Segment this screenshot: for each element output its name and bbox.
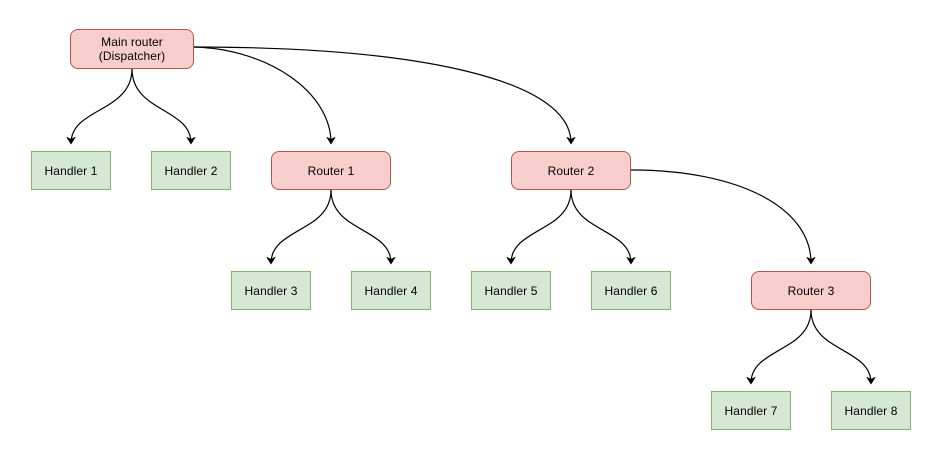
node-label-handler-5: Handler 5 — [484, 283, 538, 298]
node-handler-1[interactable]: Handler 1 — [31, 151, 111, 190]
node-label-handler-2: Handler 2 — [164, 163, 218, 178]
node-label-router-1: Router 1 — [307, 163, 355, 178]
edge-router-2-to-handler-5 — [506, 189, 572, 265]
node-main-router[interactable]: Main router (Dispatcher) — [70, 29, 194, 69]
edge-main-router-to-handler-2 — [131, 68, 196, 145]
node-handler-6[interactable]: Handler 6 — [591, 271, 671, 310]
edge-main-router-to-router-2 — [193, 46, 576, 145]
node-handler-4[interactable]: Handler 4 — [351, 271, 431, 310]
node-label-handler-3: Handler 3 — [244, 283, 298, 298]
edge-router-3-to-handler-7 — [746, 309, 812, 385]
node-router-1[interactable]: Router 1 — [271, 151, 391, 190]
node-handler-2[interactable]: Handler 2 — [151, 151, 231, 190]
edge-main-router-to-handler-1 — [66, 68, 133, 145]
node-handler-5[interactable]: Handler 5 — [471, 271, 551, 310]
node-router-3[interactable]: Router 3 — [751, 271, 871, 310]
node-label-handler-6: Handler 6 — [604, 283, 658, 298]
edge-router-2-to-router-3 — [630, 169, 816, 265]
edge-router-2-to-handler-6 — [570, 189, 636, 265]
node-handler-8[interactable]: Handler 8 — [831, 391, 911, 430]
node-label-router-2: Router 2 — [547, 163, 595, 178]
node-label-handler-1: Handler 1 — [44, 163, 98, 178]
node-label-main-router: Main router (Dispatcher) — [98, 35, 166, 63]
node-router-2[interactable]: Router 2 — [511, 151, 631, 190]
edge-router-1-to-handler-4 — [330, 189, 396, 265]
node-label-handler-7: Handler 7 — [724, 403, 778, 418]
node-handler-7[interactable]: Handler 7 — [711, 391, 791, 430]
node-label-handler-4: Handler 4 — [364, 283, 418, 298]
node-label-router-3: Router 3 — [787, 283, 835, 298]
edge-router-1-to-handler-3 — [266, 189, 332, 265]
edge-router-3-to-handler-8 — [810, 309, 876, 385]
node-label-handler-8: Handler 8 — [844, 403, 898, 418]
node-handler-3[interactable]: Handler 3 — [231, 271, 311, 310]
edge-main-router-to-router-1 — [193, 46, 336, 145]
